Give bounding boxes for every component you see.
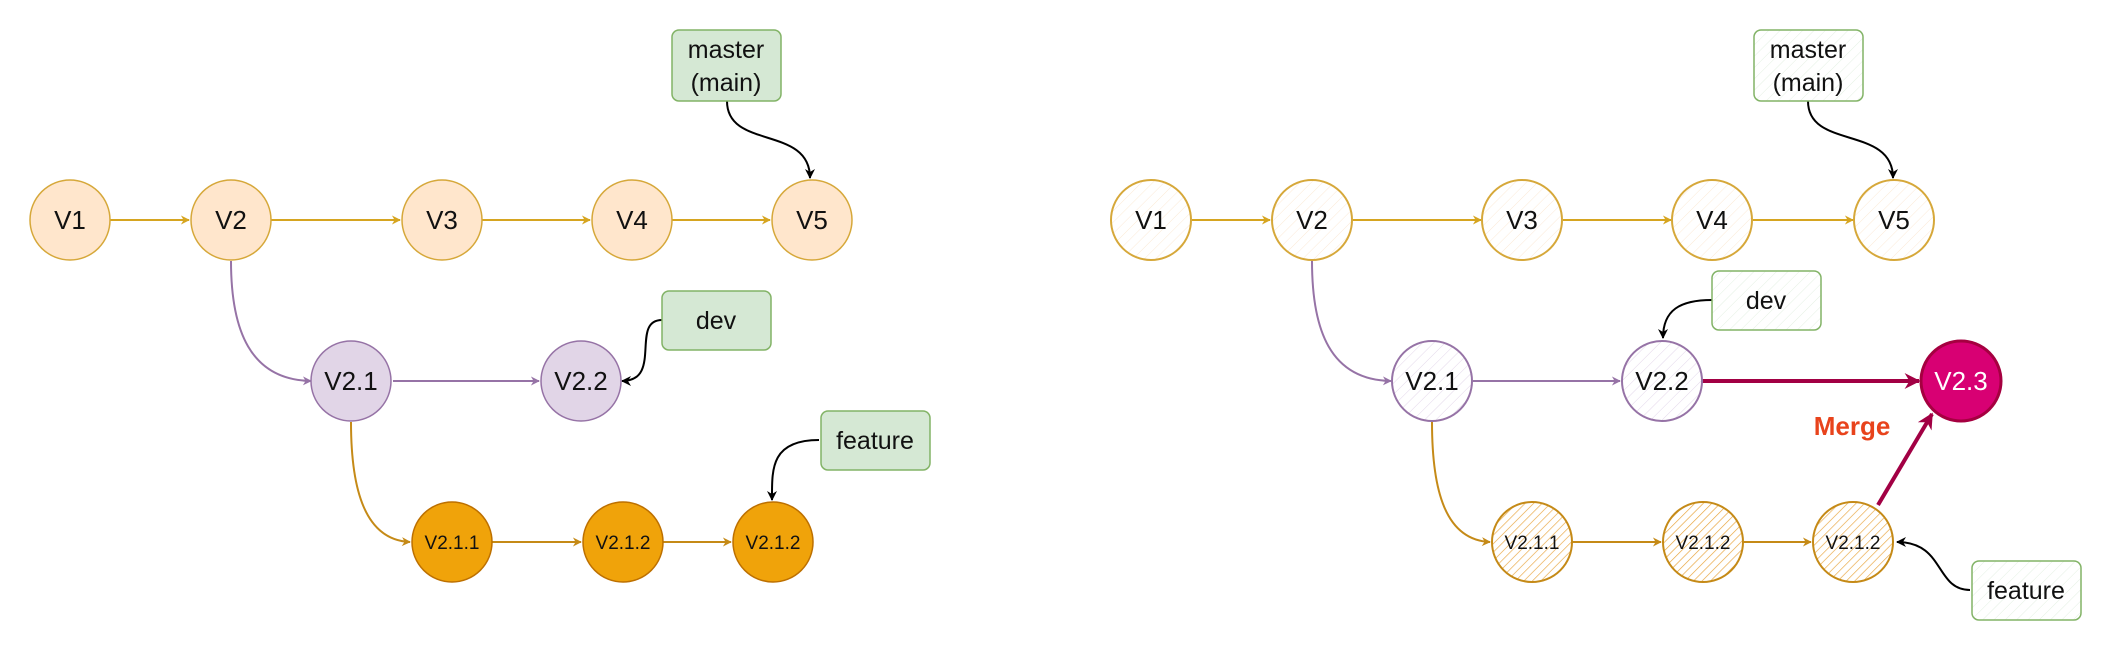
commit-v2-1-2-b: V2.1.2 bbox=[1812, 501, 1894, 583]
commit-v5: V5 bbox=[771, 179, 853, 261]
commit-label: V2.1.2 bbox=[1676, 533, 1731, 554]
commit-label: V4 bbox=[1696, 205, 1728, 235]
merge-edge-v212-v23 bbox=[1876, 412, 1934, 507]
edge-v2-v21 bbox=[230, 260, 312, 386]
edge-v2-v21 bbox=[1311, 260, 1392, 386]
commit-v1: V1 bbox=[29, 179, 111, 261]
commit-v2-1-1: V2.1.1 bbox=[1491, 501, 1573, 583]
merge-label: Merge bbox=[1814, 411, 1891, 441]
commit-label: V2 bbox=[1296, 205, 1328, 235]
commit-v2-2: V2.2 bbox=[1621, 340, 1703, 422]
label-master-line1: master bbox=[688, 36, 764, 64]
label-dev-text: dev bbox=[696, 307, 737, 335]
commit-label: V2.1 bbox=[324, 366, 378, 396]
pointer-feature bbox=[1896, 537, 1971, 591]
commit-label: V3 bbox=[426, 205, 458, 235]
label-dev: dev bbox=[661, 290, 772, 351]
commit-v3: V3 bbox=[1481, 179, 1563, 261]
commit-label: V2.1.1 bbox=[425, 533, 480, 554]
commit-v2-1-2-a: V2.1.2 bbox=[1662, 501, 1744, 583]
commit-v1: V1 bbox=[1110, 179, 1192, 261]
commit-label: V2.1.1 bbox=[1505, 533, 1560, 554]
commit-label: V4 bbox=[616, 205, 648, 235]
left-diagram: V1 V2 V3 V4 V5 V2.1 V2.2 V2.1 bbox=[29, 29, 931, 583]
pointer-dev bbox=[1658, 299, 1713, 339]
commit-label: V1 bbox=[1135, 205, 1167, 235]
label-dev-text: dev bbox=[1746, 287, 1787, 315]
pointer-dev bbox=[621, 319, 663, 386]
commit-v2: V2 bbox=[190, 179, 272, 261]
commit-v2-1: V2.1 bbox=[1391, 340, 1473, 422]
label-master-line2: (main) bbox=[691, 69, 762, 97]
label-feature: feature bbox=[820, 410, 931, 471]
commit-v2-3-merge: V2.3 bbox=[1919, 339, 2003, 423]
commit-label: V2.1.2 bbox=[596, 533, 651, 554]
pointer-master bbox=[726, 100, 815, 179]
label-master: master (main) bbox=[671, 29, 782, 102]
commit-label: V5 bbox=[1878, 205, 1910, 235]
commit-v2-1: V2.1 bbox=[310, 340, 392, 422]
label-feature: feature bbox=[1971, 560, 2082, 621]
commit-label: V2.1.2 bbox=[1826, 533, 1881, 554]
commit-v2-1-2-b: V2.1.2 bbox=[732, 501, 814, 583]
commit-v3: V3 bbox=[401, 179, 483, 261]
commit-v2: V2 bbox=[1271, 179, 1353, 261]
pointer-master bbox=[1807, 100, 1898, 179]
commit-label: V2.2 bbox=[1635, 366, 1689, 396]
commit-label: V1 bbox=[54, 205, 86, 235]
label-master: master (main) bbox=[1753, 29, 1864, 102]
label-master-line1: master bbox=[1770, 36, 1846, 64]
commit-v2-2: V2.2 bbox=[540, 340, 622, 422]
label-feature-text: feature bbox=[1987, 577, 2065, 605]
commit-label: V2.2 bbox=[554, 366, 608, 396]
commit-v2-1-1: V2.1.1 bbox=[411, 501, 493, 583]
edge-v21-v211 bbox=[350, 421, 411, 547]
edge-v21-v211 bbox=[1431, 421, 1491, 547]
label-feature-text: feature bbox=[836, 427, 914, 455]
commit-label: V2.1.2 bbox=[746, 533, 801, 554]
label-master-line2: (main) bbox=[1773, 69, 1844, 97]
commit-label: V5 bbox=[796, 205, 828, 235]
commit-v2-1-2-a: V2.1.2 bbox=[582, 501, 664, 583]
commit-v4: V4 bbox=[1671, 179, 1753, 261]
pointer-feature bbox=[766, 439, 820, 501]
commit-label: V2.3 bbox=[1934, 366, 1988, 396]
commit-label: V3 bbox=[1506, 205, 1538, 235]
commit-label: V2.1 bbox=[1405, 366, 1459, 396]
label-dev: dev bbox=[1711, 270, 1822, 331]
commit-label: V2 bbox=[215, 205, 247, 235]
commit-v5: V5 bbox=[1853, 179, 1935, 261]
commit-v4: V4 bbox=[591, 179, 673, 261]
right-diagram: V1 V2 V3 V4 V5 V2.1 V2.2 V2.3 bbox=[1110, 29, 2082, 621]
